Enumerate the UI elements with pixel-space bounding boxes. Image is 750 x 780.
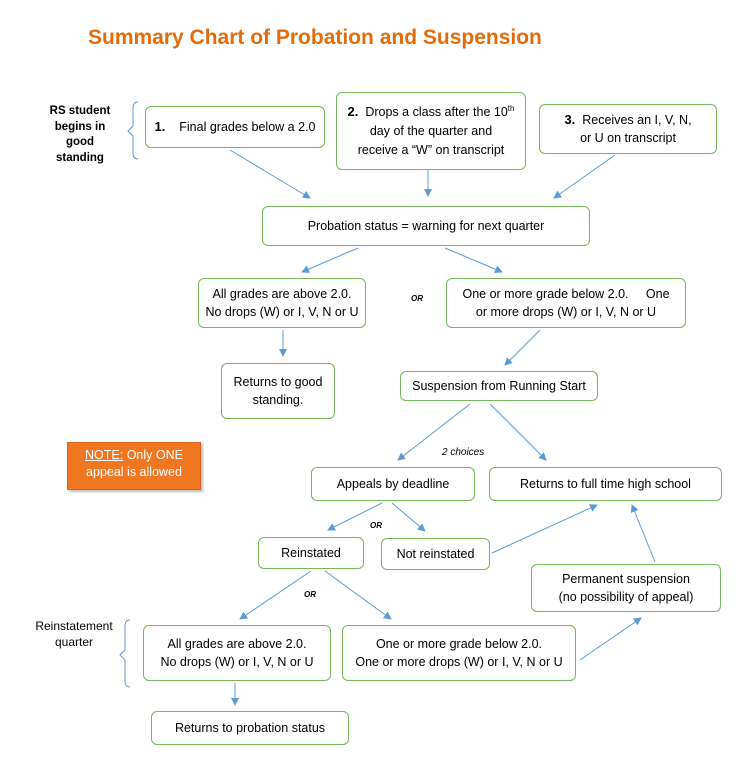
condition-final-grades-box: 1. Final grades below a 2.0: [145, 106, 325, 148]
low-grades-box-1: One or more grade below 2.0. One or more …: [446, 278, 686, 328]
appeal-note: NOTE: Only ONE appeal is allowed: [67, 442, 201, 490]
good-grades-box-2: All grades are above 2.0. No drops (W) or…: [143, 625, 331, 681]
side-label-line: good: [65, 136, 95, 149]
condition-text: or U on transcript: [580, 131, 676, 146]
box-text: One or more grade below 2.0. One: [462, 286, 670, 301]
appeals-box: Appeals by deadline: [311, 467, 475, 501]
arrow-16: [579, 617, 642, 661]
or-label: OR: [411, 294, 423, 303]
box-text: All grades are above 2.0.: [212, 286, 352, 301]
condition-text: Final grades below a 2.0: [179, 119, 316, 134]
arrow-10: [327, 502, 383, 531]
side-label-line: quarter: [54, 635, 94, 650]
side-label-start: RS student begins in good standing: [40, 104, 120, 166]
box-text: Permanent suspension: [562, 571, 690, 586]
full-time-high-school-box: Returns to full time high school: [489, 467, 722, 501]
note-text: appeal is allowed: [86, 464, 182, 479]
arrow-12: [491, 504, 598, 554]
condition-text: day of the quarter and: [369, 124, 493, 139]
suspension-box: Suspension from Running Start: [400, 371, 598, 401]
condition-text: Receives an I, V, N,: [582, 112, 692, 127]
box-text: One or more drops (W) or I, V, N or U: [355, 655, 563, 669]
arrow-7: [504, 329, 541, 366]
box-text: Returns to good: [233, 374, 323, 389]
arrow-4: [301, 247, 359, 273]
arrow-15: [324, 570, 392, 620]
low-grades-box-2: One or more grade below 2.0. One or more …: [342, 625, 576, 681]
note-heading: NOTE:: [85, 448, 124, 462]
or-label: OR: [304, 590, 316, 599]
arrow-13: [630, 504, 656, 563]
probation-status-box: Probation status = warning for next quar…: [262, 206, 590, 246]
side-label-line: Reinstatement: [35, 619, 113, 633]
box-text: (no possibility of appeal): [558, 590, 694, 604]
bracket-top: [127, 101, 139, 160]
two-choices-label: 2 choices: [442, 447, 485, 458]
permanent-suspension-box: Permanent suspension (no possibility of a…: [531, 564, 721, 612]
condition-number: 1.: [154, 118, 166, 134]
condition-number: 3.: [564, 111, 576, 127]
box-text: One or more grade below 2.0.: [375, 636, 543, 651]
bracket-bottom: [119, 619, 131, 688]
condition-drops-class-box: 2. Drops a class after the 10th day of t…: [336, 92, 526, 170]
arrow-9: [489, 403, 547, 461]
box-text: All grades are above 2.0.: [167, 636, 307, 651]
condition-number: 2.: [347, 104, 359, 120]
condition-text: receive a “W” on transcript: [357, 142, 505, 157]
box-text: No drops (W) or I, V, N or U: [160, 655, 314, 669]
side-label-line: standing: [56, 151, 104, 164]
arrow-8: [397, 403, 471, 461]
note-text: Only ONE: [123, 448, 183, 462]
not-reinstated-box: Not reinstated: [381, 538, 490, 570]
box-text: or more drops (W) or I, V, N or U: [475, 305, 657, 319]
arrow-1: [229, 149, 311, 199]
box-text: standing.: [252, 393, 304, 407]
superscript: th: [507, 104, 515, 114]
side-label-line: begins in: [54, 120, 106, 133]
arrow-3: [553, 154, 616, 199]
box-text: No drops (W) or I, V, N or U: [205, 305, 359, 319]
condition-text: Drops a class after the 10: [365, 105, 508, 120]
side-label-reinstatement: Reinstatement quarter: [24, 618, 124, 650]
reinstated-box: Reinstated: [258, 537, 364, 569]
page-title: Summary Chart of Probation and Suspensio…: [88, 26, 542, 49]
good-grades-box-1: All grades are above 2.0. No drops (W) or…: [198, 278, 366, 328]
condition-transcript-box: 3. Receives an I, V, N, or U on transcri…: [539, 104, 717, 154]
arrow-11: [391, 502, 426, 532]
returns-probation-box: Returns to probation status: [151, 711, 349, 745]
returns-good-standing-box: Returns to good standing.: [221, 363, 335, 419]
arrow-14: [239, 570, 312, 620]
arrow-5: [444, 247, 503, 273]
or-label: OR: [370, 521, 382, 530]
side-label-line: RS student: [49, 105, 111, 117]
